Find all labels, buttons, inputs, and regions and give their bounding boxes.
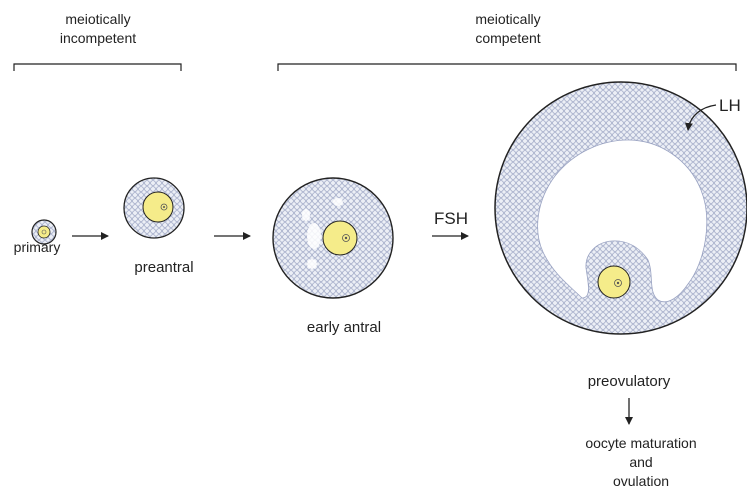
incompetent-bracket — [14, 64, 181, 71]
outcome-label-line2: and — [629, 454, 652, 470]
group-label-incompetent-line1: meiotically — [65, 11, 130, 27]
outcome-label-line1: oocyte maturation — [585, 435, 696, 451]
preovulatory-follicle — [495, 82, 747, 334]
hormone-label-fsh: FSH — [434, 209, 468, 228]
group-label-incompetent-line2: incompetent — [60, 30, 136, 46]
stage-label-preantral: preantral — [134, 259, 193, 276]
stage-label-preovulatory: preovulatory — [588, 373, 671, 390]
stage-label-early-antral: early antral — [307, 319, 381, 336]
early-antral-follicle — [273, 178, 393, 298]
group-label-competent-line2: competent — [475, 30, 540, 46]
competent-bracket — [278, 64, 736, 71]
group-label-competent-line1: meiotically — [475, 11, 540, 27]
stage-label-primary: primary — [14, 239, 61, 255]
outcome-label-line3: ovulation — [613, 473, 669, 489]
hormone-label-lh: LH — [719, 96, 741, 115]
preantral-follicle — [124, 178, 184, 238]
